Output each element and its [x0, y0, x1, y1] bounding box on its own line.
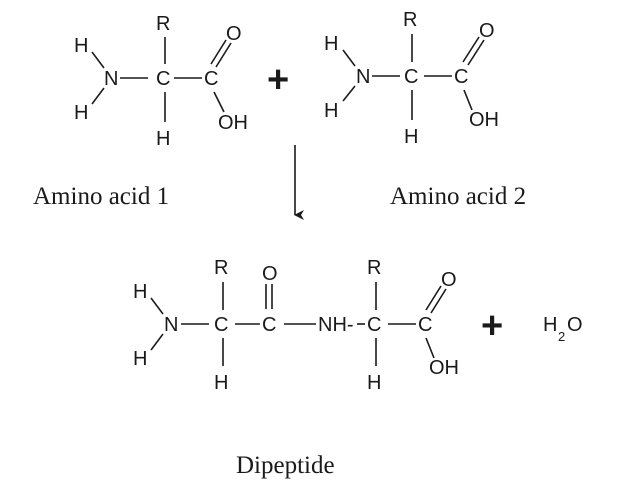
plus-sign-products: +	[481, 305, 503, 347]
atom-c-carbonyl: C	[454, 66, 468, 88]
atom-o: O	[226, 23, 242, 45]
bond-n-h-bottom	[91, 87, 105, 105]
bond-n-h-top	[91, 51, 105, 69]
atom-h1: H	[214, 372, 228, 394]
atom-o: O	[479, 20, 495, 42]
atom-o2: O	[441, 269, 457, 291]
atom-c3: C	[367, 314, 381, 336]
bond-c4-oh	[425, 337, 435, 359]
bond-c-oh	[213, 91, 225, 113]
atom-c-carbonyl: C	[204, 68, 218, 90]
atom-c1: C	[214, 314, 228, 336]
bond-carbonyl-2-double-a	[425, 285, 442, 311]
atom-h-alpha: H	[156, 128, 170, 150]
atom-n: N	[104, 68, 118, 90]
atom-oh: OH	[469, 109, 499, 131]
atom-n: N	[356, 66, 370, 88]
atom-oh: OH	[218, 112, 248, 134]
atom-h-top: H	[324, 33, 338, 55]
water-o: O	[567, 314, 583, 336]
dipeptide-caption: Dipeptide	[236, 452, 335, 479]
bond-carbonyl-double-b	[467, 39, 485, 66]
dipeptide-structure: H N H R C H O C NH- R C H O C OH	[133, 257, 459, 394]
water-subscript: 2	[558, 329, 565, 344]
atom-c-alpha: C	[156, 68, 170, 90]
bond-carbonyl-2-double-b	[430, 288, 447, 314]
atom-r: R	[403, 9, 417, 31]
bond-n-h-bottom	[150, 333, 164, 351]
atom-c-alpha: C	[404, 66, 418, 88]
amino-acid-1-caption: Amino acid 1	[33, 183, 169, 210]
bond-n-h-top	[342, 49, 356, 67]
bond-n-h-top	[150, 297, 164, 315]
water-formula: H 2 O	[543, 314, 583, 344]
bond-carbonyl-double-a	[462, 36, 480, 63]
atom-h-bottom: H	[133, 348, 147, 370]
atom-r: R	[156, 13, 170, 35]
bond-carbonyl-double-a	[210, 39, 227, 65]
atom-n: N	[164, 314, 178, 336]
amino-acid-1-structure: R H N H C H C O OH	[74, 13, 248, 150]
bond-n-h-bottom	[342, 85, 356, 102]
bond-c-oh	[463, 89, 473, 111]
atom-h-bottom: H	[74, 102, 88, 124]
atom-r2: R	[367, 257, 381, 279]
plus-sign-reactants: +	[267, 59, 289, 101]
bond-carbonyl-double-b	[215, 42, 232, 68]
atom-h-bottom: H	[324, 100, 338, 122]
atom-h-alpha: H	[404, 126, 418, 148]
atom-nh: NH-	[318, 314, 354, 336]
atom-c4: C	[418, 314, 432, 336]
atom-oh: OH	[429, 357, 459, 379]
atom-r1: R	[214, 257, 228, 279]
atom-c2: C	[262, 314, 276, 336]
amino-acid-2-structure: R H N H C H C O OH	[324, 9, 499, 148]
atom-o1: O	[262, 263, 278, 285]
atom-h3: H	[367, 372, 381, 394]
amino-acid-2-caption: Amino acid 2	[390, 183, 526, 210]
atom-h-top: H	[74, 35, 88, 57]
atom-h-top: H	[133, 281, 147, 303]
water-h: H	[543, 314, 557, 336]
